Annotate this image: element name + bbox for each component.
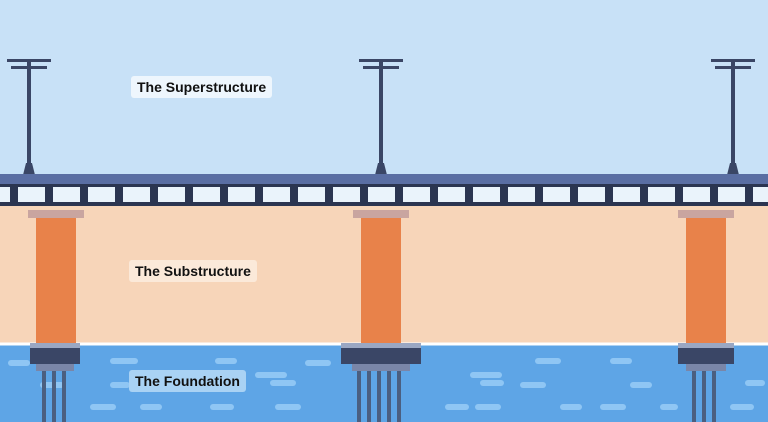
railing-post [115,187,123,202]
substructure-label: The Substructure [129,260,257,282]
railing-post [395,187,403,202]
superstructure-label: The Superstructure [131,76,273,98]
railing-post [465,187,473,202]
pile-group-left [30,343,80,422]
railing-post [10,187,18,202]
railing-post [745,187,753,202]
railing-post [535,187,543,202]
railing-post [45,187,53,202]
railing-post [710,187,718,202]
deck-railing-posts [10,187,753,202]
railing-post [220,187,228,202]
water-ripples [8,358,765,410]
railing-post [570,187,578,202]
pier-right [678,210,734,343]
pier-center [353,210,409,343]
railing-post [150,187,158,202]
railing-post [185,187,193,202]
lamp-post-center [359,59,403,175]
sky-zone [0,0,768,176]
railing-post [255,187,263,202]
foundation-label: The Foundation [129,370,246,392]
railing-post [360,187,368,202]
railing-post [290,187,298,202]
railing-post [500,187,508,202]
railing-post [605,187,613,202]
railing-post [675,187,683,202]
lamp-post-left [7,59,51,175]
railing-post [430,187,438,202]
railing-post [325,187,333,202]
bridge-deck [0,174,768,206]
pier-left [28,210,84,343]
lamp-post-right [711,59,755,175]
railing-post [80,187,88,202]
pile-group-right [678,343,734,422]
pile-group-center [341,343,421,422]
railing-post [640,187,648,202]
